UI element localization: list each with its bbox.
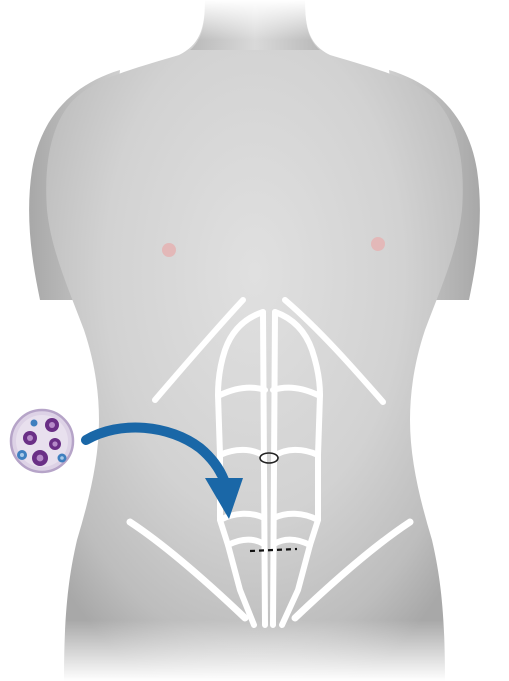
torso-body: [46, 0, 463, 681]
top-fade: [0, 0, 509, 40]
bottom-fade: [0, 620, 509, 681]
left-nipple-icon: [162, 243, 176, 257]
right-nipple-icon: [371, 237, 385, 251]
cell-culture-dish-icon: [11, 410, 73, 472]
